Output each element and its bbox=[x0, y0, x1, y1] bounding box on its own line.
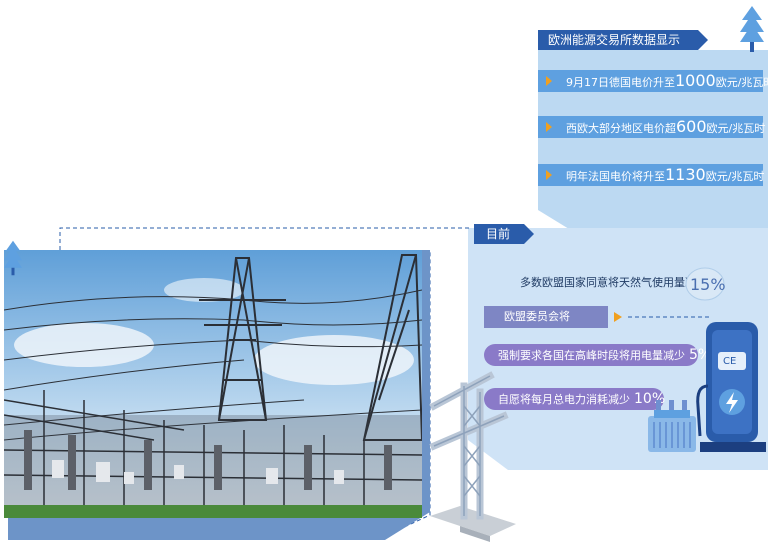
price-item-3-num: 1130 bbox=[665, 165, 706, 184]
price-item-3: 明年法国电价将升至1130欧元/兆瓦时 bbox=[538, 164, 765, 186]
pylon-icon bbox=[429, 371, 516, 542]
voluntary-text: 自愿将每月总电力消耗减少 bbox=[498, 393, 630, 406]
commission-label: 欧盟委员会将 bbox=[504, 310, 570, 323]
gas-pct: 15% bbox=[690, 275, 726, 294]
gas-pct-bubble bbox=[685, 267, 725, 301]
price-item-1: 9月17日德国电价升至1000欧元/兆瓦时 bbox=[538, 70, 768, 92]
price-item-1-num: 1000 bbox=[675, 71, 716, 90]
price-item-2-post: 欧元/兆瓦时 bbox=[706, 122, 766, 135]
mandatory-text: 强制要求各国在高峰时段将用电量减少 bbox=[498, 349, 685, 362]
price-item-2-pre: 西欧大部分地区电价超 bbox=[566, 122, 676, 135]
pine-tree-icon bbox=[740, 6, 764, 52]
mandatory-pill: 强制要求各国在高峰时段将用电量减少 5% bbox=[484, 344, 711, 366]
price-item-3-pre: 明年法国电价将升至 bbox=[566, 170, 665, 183]
substation-photo bbox=[4, 250, 422, 518]
current-header: 目前 bbox=[474, 224, 534, 244]
price-item-2-num: 600 bbox=[676, 117, 707, 136]
price-item-3-post: 欧元/兆瓦时 bbox=[705, 170, 765, 183]
commission-arrow bbox=[614, 312, 710, 322]
price-item-2: 西欧大部分地区电价超600欧元/兆瓦时 bbox=[538, 116, 766, 138]
ev-charger-icon bbox=[648, 322, 766, 452]
current-header-text: 目前 bbox=[486, 227, 511, 241]
pine-tree-icon bbox=[4, 240, 22, 276]
mandatory-pct: 5% bbox=[689, 347, 712, 363]
top-header-text: 欧洲能源交易所数据显示 bbox=[548, 33, 681, 47]
price-item-1-post: 欧元/兆瓦时 bbox=[715, 76, 768, 89]
top-header: 欧洲能源交易所数据显示 bbox=[538, 30, 708, 50]
gas-reduction-text: 多数欧盟国家同意将天然气使用量减少 bbox=[520, 276, 707, 289]
top-data-panel bbox=[538, 50, 768, 248]
charger-display: CE bbox=[723, 356, 737, 367]
commission-box: 欧盟委员会将 bbox=[484, 306, 608, 328]
price-item-1-pre: 9月17日德国电价升至 bbox=[566, 76, 675, 89]
